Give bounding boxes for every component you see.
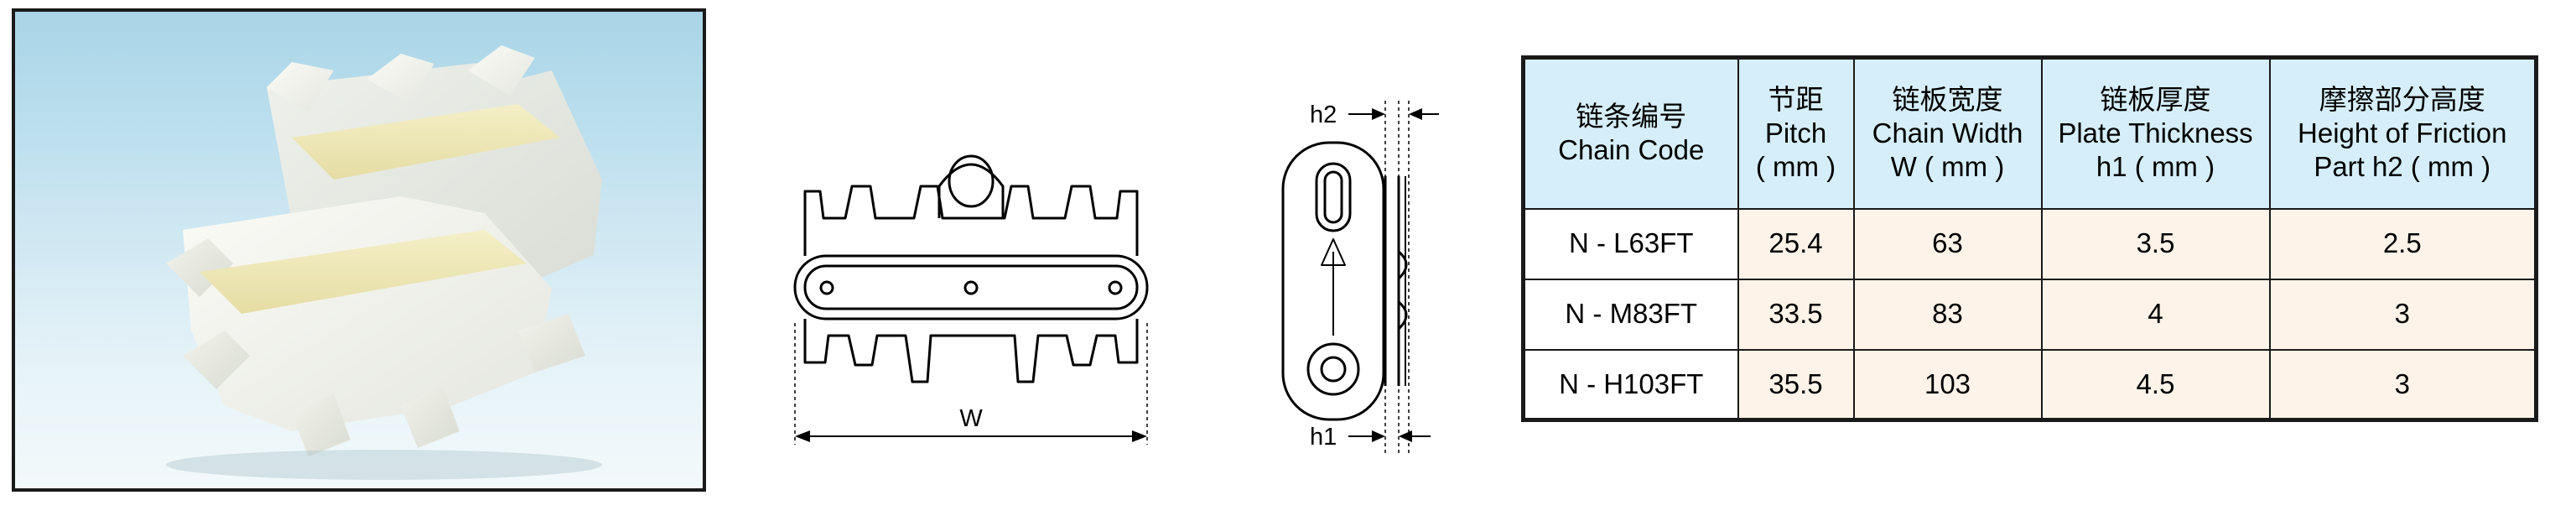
cell-width: 63 <box>1852 207 2043 280</box>
header-unit: h1 ( mm ) <box>2096 151 2215 183</box>
header-unit: Part h2 ( mm ) <box>2314 151 2491 183</box>
header-zh: 节距 <box>1768 83 1824 115</box>
header-chain-width: 链板宽度 Chain Width W ( mm ) <box>1852 56 2043 210</box>
cell-width: 83 <box>1852 278 2043 351</box>
header-en: Chain Width <box>1872 117 2023 149</box>
cell-pitch: 33.5 <box>1737 278 1855 351</box>
header-en: Pitch <box>1764 117 1827 149</box>
header-zh: 链板厚度 <box>2100 83 2211 115</box>
h1-dimension-label: h1 <box>1310 424 1337 451</box>
header-plate-thickness: 链板厚度 Plate Thickness h1 ( mm ) <box>2040 56 2271 210</box>
cell-thickness: 4.5 <box>2040 348 2271 421</box>
spec-table-container: 链条编号 Chain Code 节距 Pitch ( mm ) 链板宽度 Cha… <box>1521 55 2538 422</box>
cell-friction-height: 3 <box>2268 278 2537 351</box>
cell-friction-height: 2.5 <box>2268 207 2537 280</box>
header-friction-height: 摩擦部分高度 Height of Friction Part h2 ( mm ) <box>2268 56 2537 210</box>
width-dimension-label: W <box>959 405 983 432</box>
header-chain-code: 链条编号 Chain Code <box>1522 56 1739 210</box>
table-header-row: 链条编号 Chain Code 节距 Pitch ( mm ) 链板宽度 Cha… <box>1522 56 2537 210</box>
front-view-drawing: W <box>793 154 1149 445</box>
product-photo <box>12 8 706 492</box>
chain-product-image <box>166 45 602 480</box>
cell-thickness: 4 <box>2040 278 2271 351</box>
cell-chain-code: N - H103FT <box>1522 348 1739 421</box>
cell-width: 103 <box>1852 348 2043 421</box>
h2-dimension-label: h2 <box>1310 102 1337 128</box>
cell-chain-code: N - L63FT <box>1522 207 1739 280</box>
header-zh: 链条编号 <box>1576 101 1687 132</box>
header-zh: 摩擦部分高度 <box>2319 83 2485 115</box>
header-zh: 链板宽度 <box>1892 83 2003 115</box>
cell-pitch: 25.4 <box>1737 207 1855 280</box>
header-unit: W ( mm ) <box>1890 151 2005 183</box>
spec-table: 链条编号 Chain Code 节距 Pitch ( mm ) 链板宽度 Cha… <box>1521 55 2538 422</box>
cell-pitch: 35.5 <box>1737 348 1855 421</box>
side-view-drawing: h2 h1 <box>1281 101 1439 453</box>
header-unit: ( mm ) <box>1755 151 1836 183</box>
cell-friction-height: 3 <box>2268 348 2537 421</box>
header-en: Chain Code <box>1558 134 1705 166</box>
table-row: N - M83FT 33.5 83 4 3 <box>1522 278 2537 351</box>
table-row: N - L63FT 25.4 63 3.5 2.5 <box>1522 207 2537 280</box>
header-pitch: 节距 Pitch ( mm ) <box>1737 56 1855 210</box>
cell-chain-code: N - M83FT <box>1522 278 1739 351</box>
cell-thickness: 3.5 <box>2040 207 2271 280</box>
table-row: N - H103FT 35.5 103 4.5 3 <box>1522 348 2537 421</box>
header-en: Height of Friction <box>2298 117 2507 149</box>
header-en: Plate Thickness <box>2058 117 2253 149</box>
